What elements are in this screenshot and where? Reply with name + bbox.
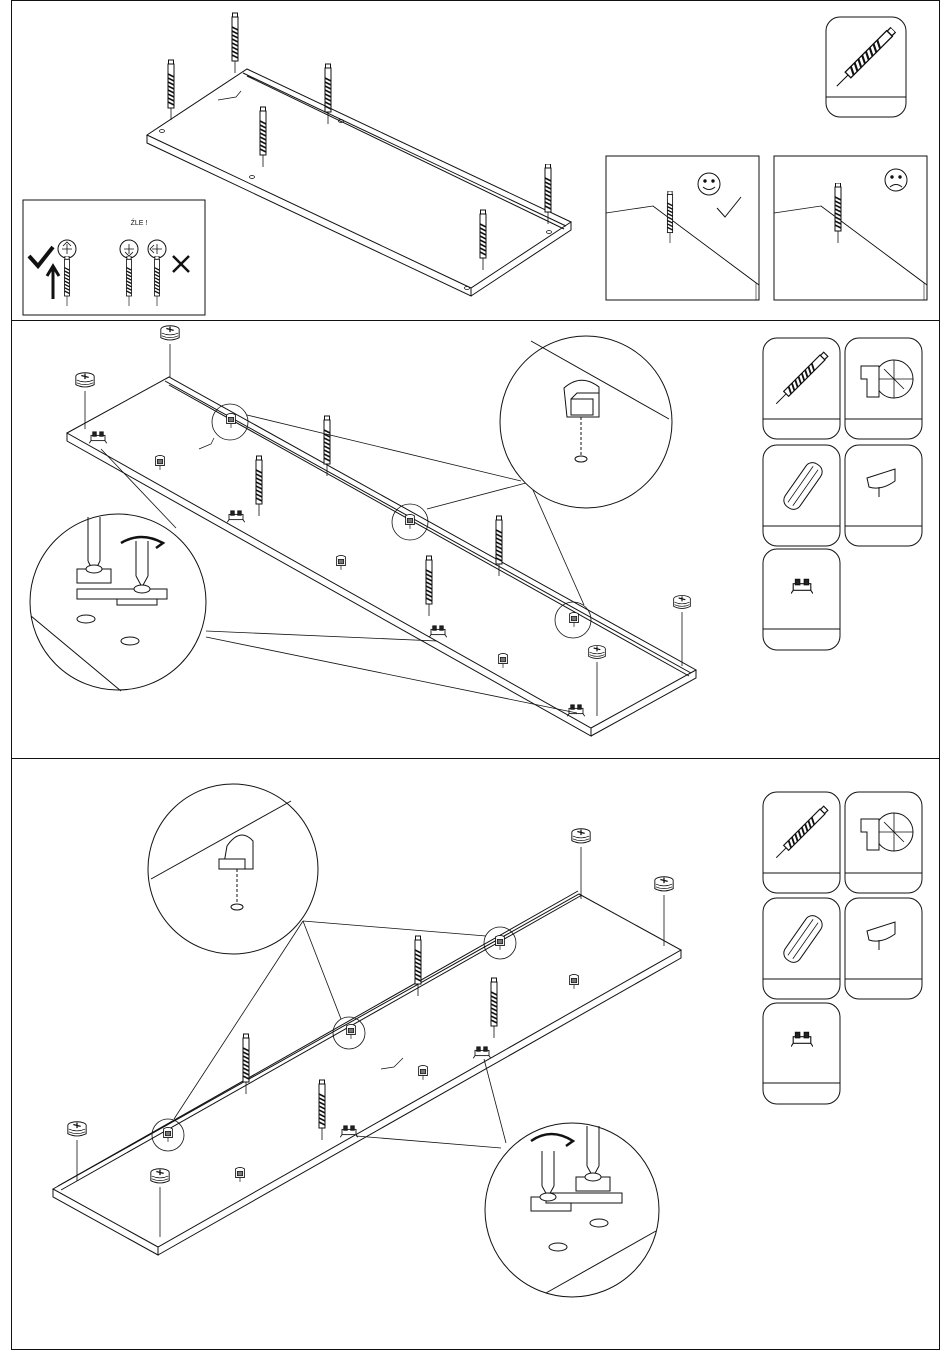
hinge-plate-icon	[763, 1003, 840, 1104]
shelf-pin-icon	[845, 445, 922, 546]
step-3-hardware-grid	[763, 792, 922, 1104]
step-3-panel	[11, 758, 940, 1350]
cam-lock-icon	[845, 792, 922, 893]
step-2-pin-detail	[500, 336, 672, 508]
step-2-panel	[11, 320, 940, 760]
wooden-dowel-icon	[763, 898, 840, 999]
step-2-plate-detail	[30, 514, 206, 691]
bad-insertion-box	[774, 156, 927, 300]
wrong-label: ŹLE !	[131, 218, 148, 227]
step-3-illustration	[12, 759, 941, 1351]
step-2-hardware-grid	[763, 338, 922, 650]
step-1-illustration: ŹLE !	[12, 1, 941, 323]
step-1-hardware-box	[826, 17, 906, 117]
step-3-plate-detail	[485, 1123, 659, 1297]
orientation-warning-box: ŹLE !	[23, 200, 205, 315]
cam-lock-icon	[845, 338, 922, 439]
hinge-plate-icon	[763, 549, 840, 650]
step-1-panel: ŹLE !	[11, 0, 940, 322]
step-2-illustration	[12, 321, 941, 761]
good-insertion-box	[606, 156, 759, 300]
dowel-icon	[763, 338, 840, 439]
shelf-pin-icon	[845, 898, 922, 999]
step-1-board	[147, 69, 571, 296]
step-3-pin-detail	[148, 784, 318, 954]
wooden-dowel-icon	[763, 445, 840, 546]
dowel-icon	[763, 792, 840, 893]
